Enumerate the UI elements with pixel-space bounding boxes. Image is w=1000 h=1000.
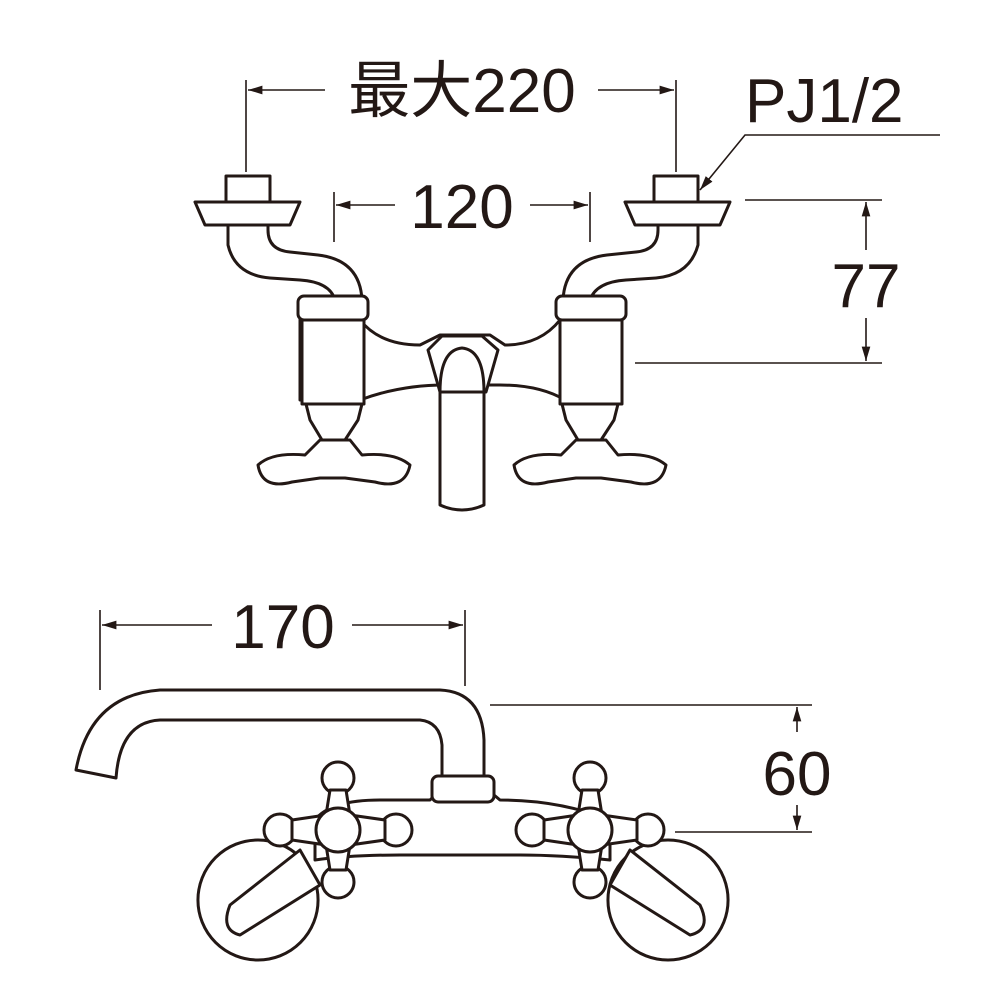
right-inlet-nut	[652, 174, 700, 204]
dimension-170: 170	[99, 593, 466, 690]
dimension-label-max-220: 最大220	[348, 57, 575, 126]
dimension-label-77: 77	[832, 252, 901, 321]
left-union-nut	[296, 294, 370, 322]
spout-neck	[438, 346, 486, 394]
dimension-77: 77	[635, 199, 901, 364]
dimension-60: 60	[490, 704, 832, 833]
connection-callout: PJ1/2	[699, 67, 940, 191]
connection-label-pj: PJ1/2	[745, 67, 904, 136]
spout-side	[74, 688, 486, 784]
front-view-faucet	[193, 174, 732, 512]
right-eccentric-flange	[623, 200, 732, 227]
left-eccentric-leg	[225, 848, 322, 937]
side-view-faucet	[74, 688, 730, 962]
left-valve-body	[300, 318, 366, 406]
left-cross-handle	[256, 402, 412, 486]
dimension-120: 120	[333, 173, 591, 242]
right-cross-handle	[512, 402, 668, 486]
side-left-cross-handle	[262, 760, 414, 900]
right-eccentric-leg	[608, 848, 706, 937]
dimension-label-170: 170	[231, 593, 334, 662]
dimension-label-60: 60	[763, 740, 832, 809]
right-valve-body	[558, 318, 624, 406]
left-inlet-nut	[224, 174, 272, 204]
spout-pipe	[438, 358, 486, 512]
right-union-nut	[554, 294, 628, 322]
dimension-max-220: 最大220	[245, 57, 677, 172]
left-eccentric-flange	[193, 200, 302, 227]
spout-collar	[430, 774, 496, 804]
dimension-label-120: 120	[410, 173, 513, 242]
side-right-cross-handle	[514, 760, 666, 900]
